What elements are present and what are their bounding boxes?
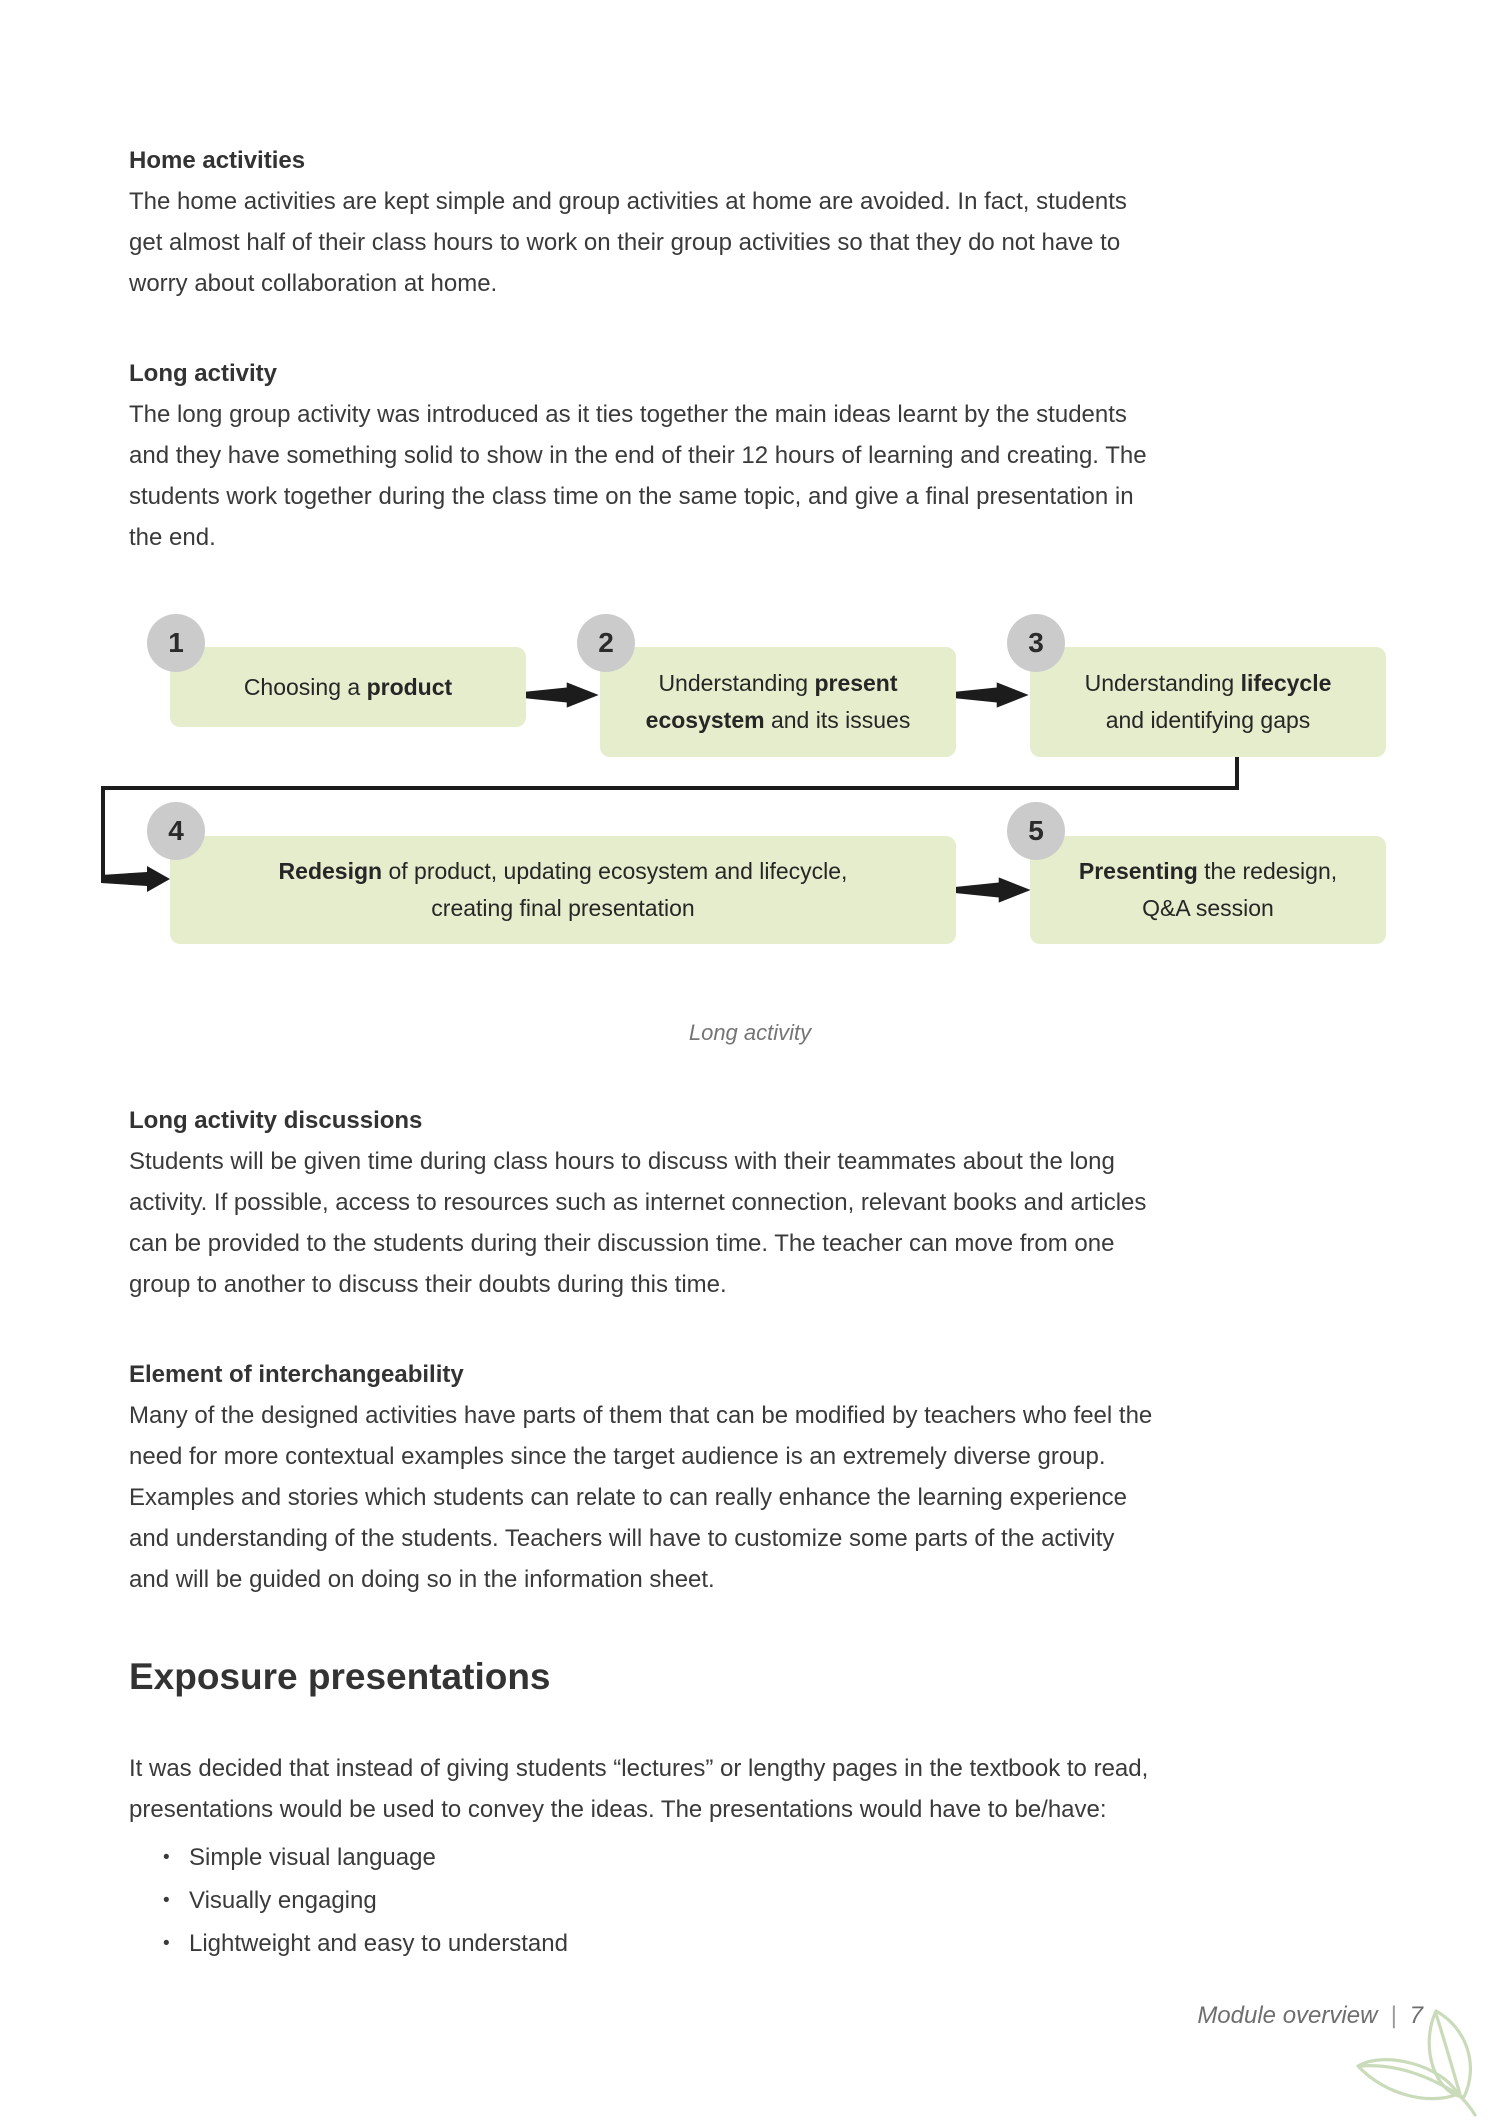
step-number-badge-1: 1 xyxy=(147,614,205,672)
step-number-badge-3: 3 xyxy=(1007,614,1065,672)
long-activity-flow-diagram: Choosing a product Understanding present… xyxy=(0,610,1500,1050)
step-3-text: Understanding lifecycle and identifying … xyxy=(1084,670,1332,733)
list-item: • Lightweight and easy to understand xyxy=(129,1922,1429,1965)
section-home-activities: Home activities The home activities are … xyxy=(129,140,1429,304)
list-item: • Visually engaging xyxy=(129,1879,1429,1922)
home-activities-paragraph: The home activities are kept simple and … xyxy=(129,188,1127,297)
page-footer: Module overview | 7 xyxy=(1197,2002,1423,2030)
step-2-text: Understanding present ecosystem and its … xyxy=(645,670,911,733)
long-activity-paragraph: The long group activity was introduced a… xyxy=(129,401,1147,551)
interchangeability-paragraph: Many of the designed activities have par… xyxy=(129,1402,1153,1593)
exposure-bullet-list: • Simple visual language • Visually enga… xyxy=(129,1836,1429,1965)
footer-page-number: 7 xyxy=(1409,2002,1423,2029)
home-activities-heading: Home activities xyxy=(129,147,306,174)
leaf-decoration-icon xyxy=(1356,2009,1477,2117)
step-number-badge-5: 5 xyxy=(1007,802,1065,860)
exposure-presentations-title: Exposure presentations xyxy=(129,1656,551,1697)
diagram-caption: Long activity xyxy=(688,1020,812,1045)
diagram-step-3-box: Understanding lifecycle and identifying … xyxy=(1030,647,1386,757)
discussions-heading: Long activity discussions xyxy=(129,1107,423,1134)
step-number-badge-2: 2 xyxy=(577,614,635,672)
list-item: • Simple visual language xyxy=(129,1836,1429,1879)
exposure-paragraph: It was decided that instead of giving st… xyxy=(129,1755,1149,1823)
bullet-text: Lightweight and easy to understand xyxy=(189,1930,568,1957)
bullet-text: Visually engaging xyxy=(189,1887,377,1914)
diagram-step-2-box: Understanding present ecosystem and its … xyxy=(600,647,956,757)
discussions-paragraph: Students will be given time during class… xyxy=(129,1148,1147,1298)
connector-line xyxy=(101,757,1239,892)
step-number-badge-4: 4 xyxy=(147,802,205,860)
section-interchangeability: Element of interchangeability Many of th… xyxy=(129,1354,1429,1600)
step-5-text: Presenting the redesign, Q&A session xyxy=(1078,858,1338,921)
step-4-text: Redesign of product, updating ecosystem … xyxy=(278,858,848,921)
section-exposure-presentations: It was decided that instead of giving st… xyxy=(129,1748,1429,1965)
bullet-icon: • xyxy=(163,1890,170,1911)
arrow-right-icon xyxy=(948,682,1029,708)
interchangeability-heading: Element of interchangeability xyxy=(129,1361,464,1388)
diagram-step-1-box: Choosing a product xyxy=(170,647,526,727)
diagram-step-4-box: Redesign of product, updating ecosystem … xyxy=(170,836,956,944)
bullet-icon: • xyxy=(163,1847,170,1868)
footer-label: Module overview xyxy=(1197,2002,1378,2029)
arrow-right-icon xyxy=(518,682,599,708)
footer-separator: | xyxy=(1390,2002,1397,2029)
section-long-activity-discussions: Long activity discussions Students will … xyxy=(129,1100,1429,1305)
diagram-step-5-box: Presenting the redesign, Q&A session xyxy=(1030,836,1386,944)
bullet-text: Simple visual language xyxy=(189,1844,436,1871)
bullet-icon: • xyxy=(163,1933,170,1954)
step-1-text: Choosing a product xyxy=(243,673,453,700)
section-long-activity: Long activity The long group activity wa… xyxy=(129,353,1429,558)
arrow-right-icon xyxy=(950,877,1031,903)
long-activity-heading: Long activity xyxy=(129,360,278,387)
